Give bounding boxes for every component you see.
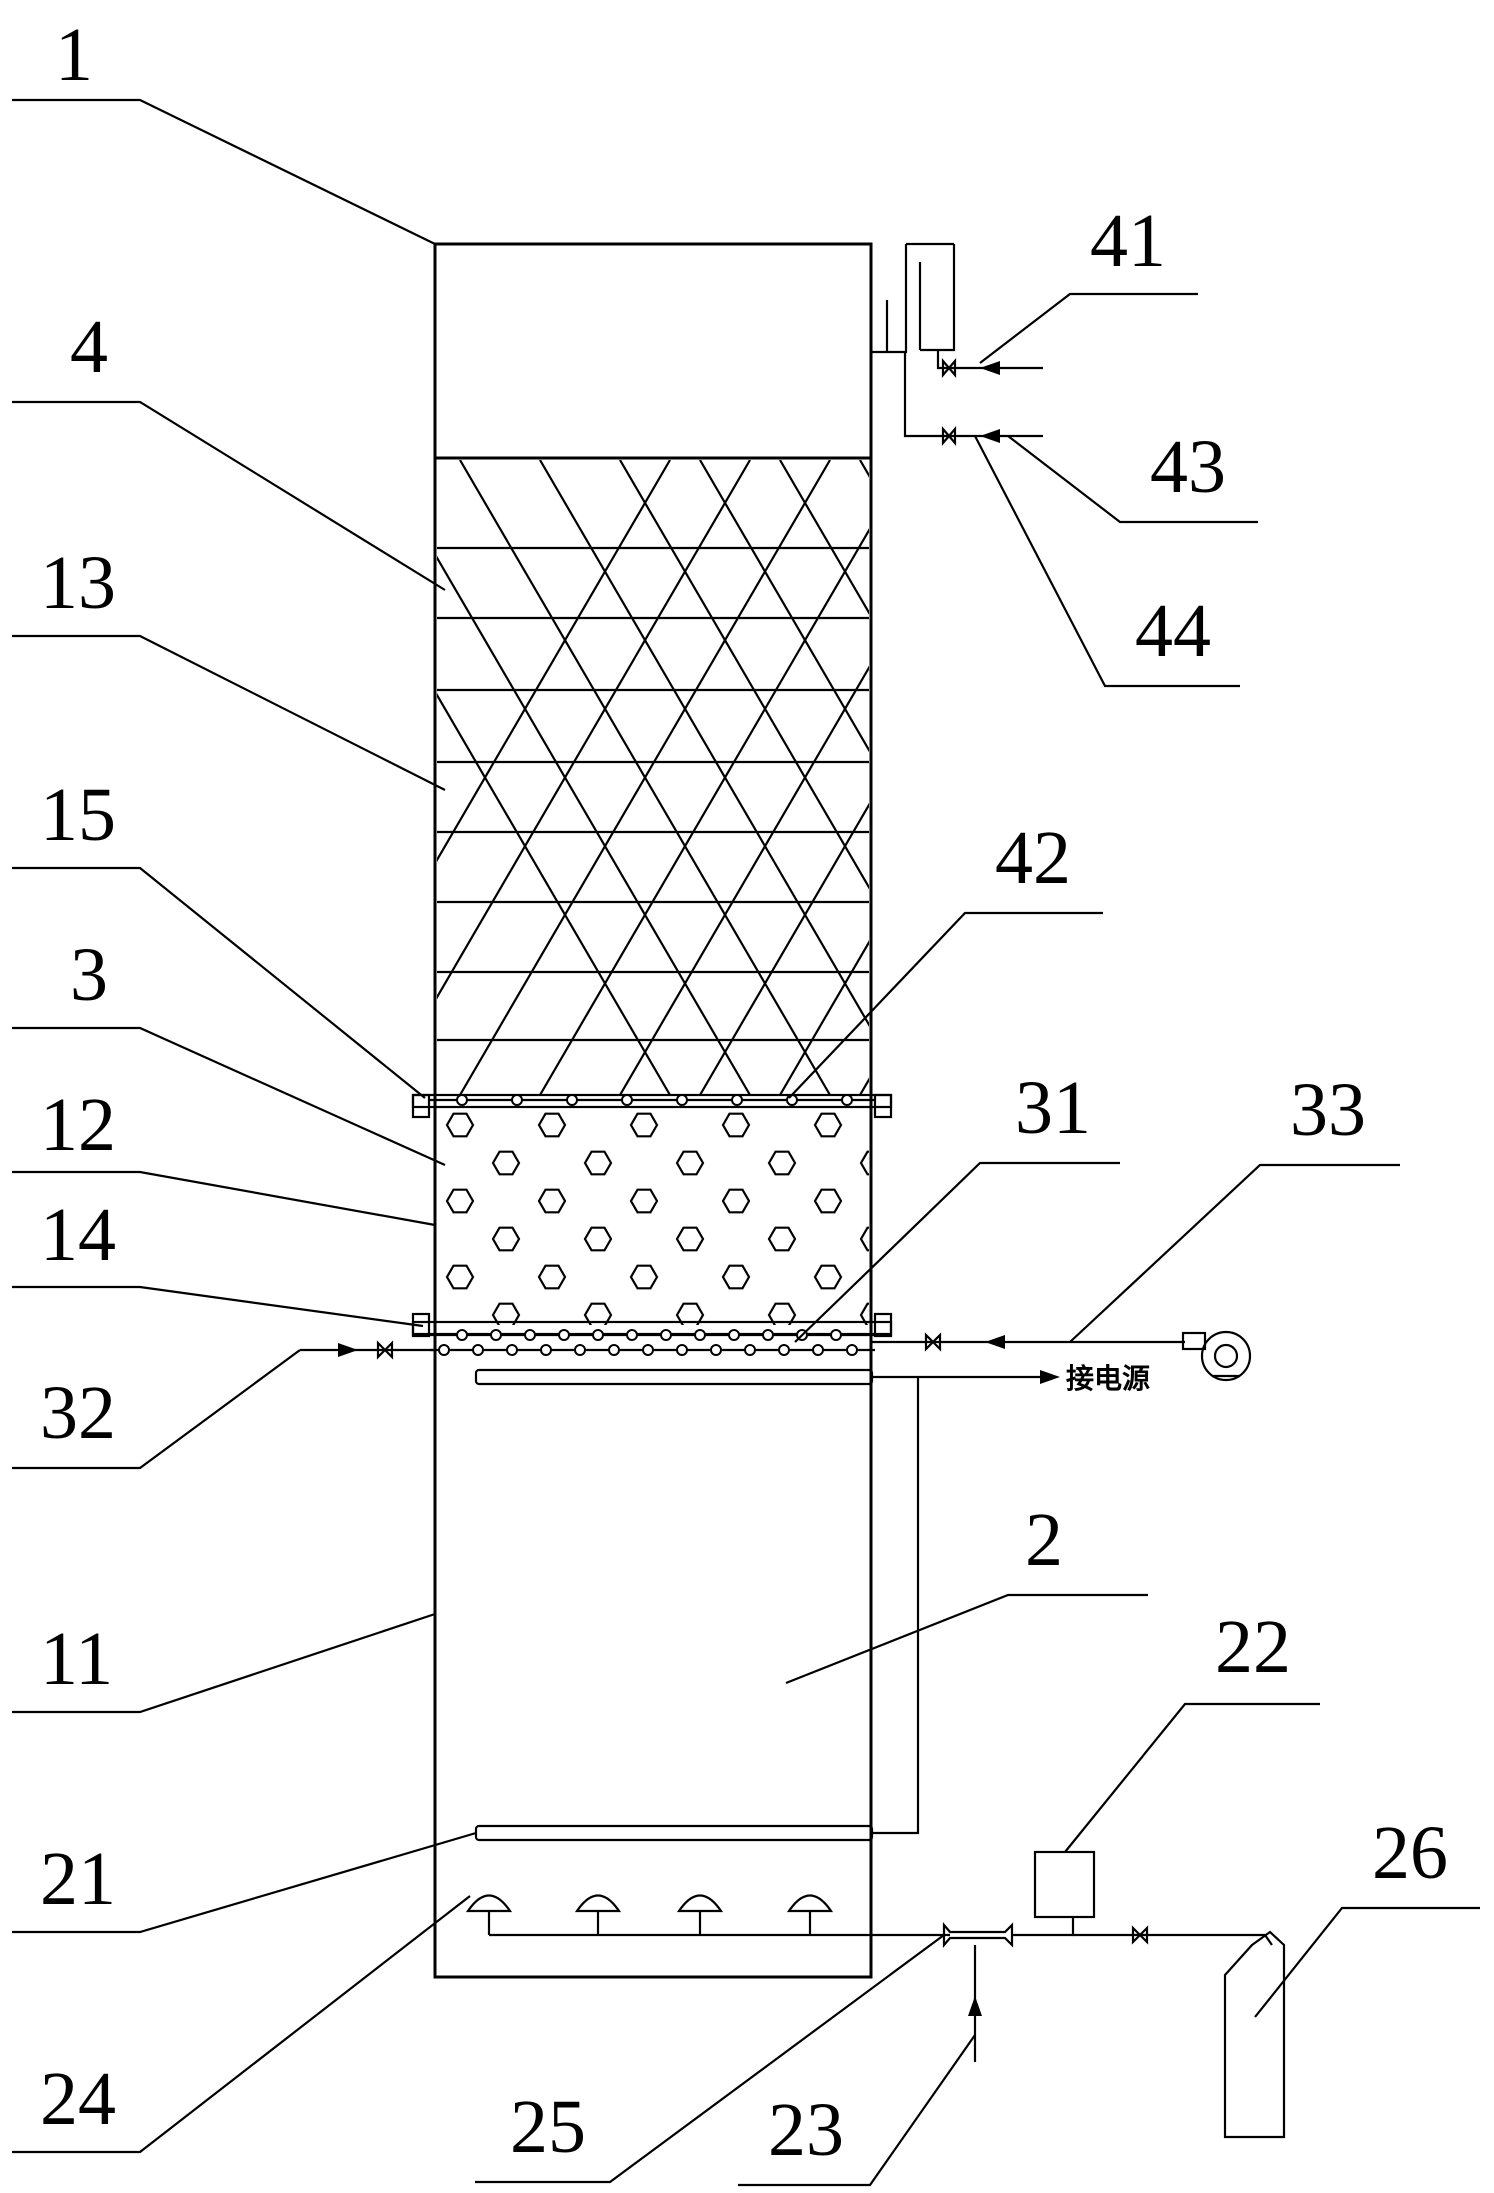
upper-electrode: [474, 1368, 1060, 1386]
label-44: 44: [1135, 589, 1211, 673]
gas-diffusers: [465, 1894, 950, 1937]
air-inlet-pipe: [871, 1332, 1185, 1352]
label-2: 2: [1025, 1498, 1063, 1582]
label-3: 3: [70, 933, 108, 1017]
label-43: 43: [1150, 425, 1226, 509]
middle-packing-zone: [445, 1112, 869, 1325]
aeration-pipes: [430, 1094, 875, 1356]
label-21: 21: [40, 1837, 116, 1921]
upper-support-plate: [411, 1093, 893, 1119]
upper-packing-zone: [437, 460, 869, 1095]
label-4: 4: [70, 305, 108, 389]
blower: [1181, 1330, 1252, 1382]
reactor-column: [433, 242, 873, 1979]
label-25: 25: [510, 2085, 586, 2169]
label-14: 14: [40, 1193, 116, 1277]
label-23: 23: [768, 2088, 844, 2172]
label-11: 11: [40, 1617, 113, 1701]
lower-electrode: [474, 1377, 920, 1842]
label-42: 42: [995, 816, 1071, 900]
label-41: 41: [1090, 199, 1166, 283]
left-inlet-pipe: [300, 1340, 435, 1360]
leader-lines: [12, 98, 1480, 2187]
label-24: 24: [40, 2057, 116, 2141]
label-15: 15: [40, 773, 116, 857]
venturi-mixer: [942, 1922, 1014, 2062]
gas-line: [1012, 1917, 1273, 1946]
gas-cylinder: [1223, 1930, 1286, 2139]
label-33: 33: [1290, 1068, 1366, 1152]
label-12: 12: [40, 1083, 116, 1167]
labels: 1 4 13 15 3 12 14 32 11 21 24 25 23 41 4…: [40, 13, 1448, 2172]
label-1: 1: [55, 13, 93, 97]
label-26: 26: [1372, 1811, 1448, 1895]
power-source-label: 接电源: [1066, 1362, 1150, 1395]
label-32: 32: [40, 1371, 116, 1455]
label-22: 22: [1215, 1605, 1291, 1689]
top-outlet-pipes: [869, 242, 1043, 446]
label-31: 31: [1015, 1066, 1091, 1150]
label-13: 13: [40, 541, 116, 625]
dosing-tank: [1033, 1850, 1096, 1919]
